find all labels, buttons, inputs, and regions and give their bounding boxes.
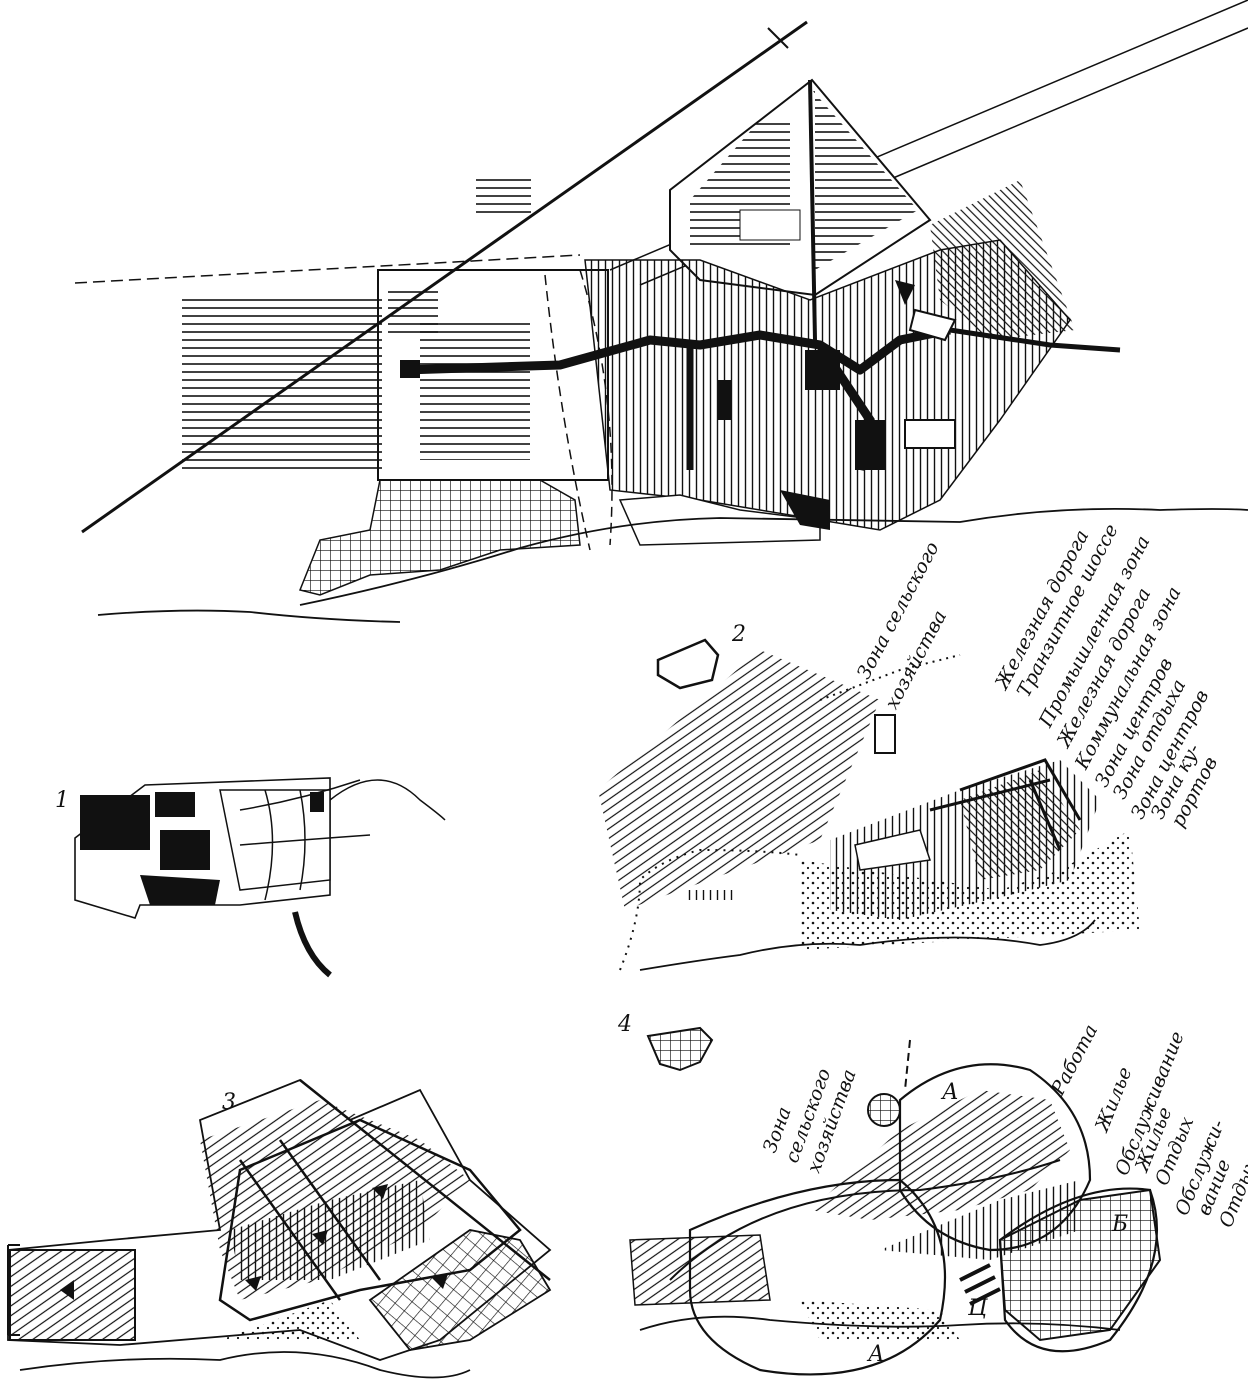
d4-coastline [639,1315,1121,1331]
d3-resort-grid [368,1229,552,1351]
d2-resort-dots [800,830,1140,950]
d4-marker-a-top: А [942,1080,959,1105]
d2-agri-outline [656,638,720,690]
figure-number-2: 2 [732,622,746,647]
figure-number-1: 1 [55,788,69,813]
d1-black-block-1 [80,795,150,850]
small-field-top [476,176,531,218]
resort-zone [298,479,581,596]
agricultural-field-center [420,320,530,460]
d4-marker-c: Ц [968,1296,988,1321]
d4-work-zone [810,1090,1070,1220]
main-city-plan [74,0,1248,623]
d4-marker-a-bottom: А [868,1342,885,1367]
diagram-4 [629,1026,1162,1376]
rail-crossing-tick [767,27,789,49]
dashed-boundary [74,254,581,284]
d4-grid-blob [646,1026,714,1072]
d4-marker-b: Б [1112,1212,1129,1237]
d4-resort-grid [998,1188,1162,1342]
d4-agri-circle [867,1093,901,1127]
d2-agri-zone [598,650,880,910]
d3-coastline [19,1351,471,1379]
diagram-1 [74,777,446,978]
agricultural-field-left [182,293,382,473]
residential-zone-east [930,180,1075,340]
diagram-2 [598,638,1140,971]
figure-number-4: 4 [618,1012,632,1037]
coastline [299,507,1248,606]
main-street [404,325,951,375]
figure-number-3: 3 [222,1090,236,1115]
d2-coastline [639,919,1096,971]
diagram-3 [7,1078,552,1379]
